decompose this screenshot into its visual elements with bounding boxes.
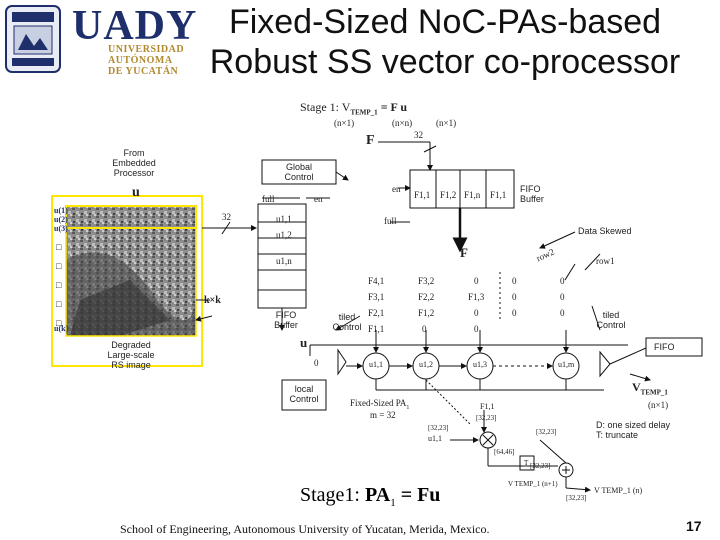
matrix-cell: F2,2 bbox=[418, 292, 435, 302]
full-label-left: full bbox=[262, 194, 275, 204]
logo-sub-2: AUTÓNOMA bbox=[108, 55, 173, 66]
f-input-label: F bbox=[366, 133, 375, 148]
matrix-cell: F3,1 bbox=[368, 292, 385, 302]
matrix-cell: F1,2 bbox=[418, 308, 435, 318]
matrix-cell: 0 bbox=[512, 292, 517, 302]
pe-label: u1,m bbox=[558, 360, 575, 369]
title-line-2: Robust SS vector co-processor bbox=[209, 43, 681, 81]
matrix-cell: 0 bbox=[560, 276, 565, 286]
detail-u-label: u1,1 bbox=[428, 434, 442, 443]
matrix-cell: 0 bbox=[474, 276, 479, 286]
matrix-cell: 0 bbox=[560, 308, 565, 318]
detail-b1: [32,23] bbox=[476, 414, 497, 422]
v-temp-dim: (n×1) bbox=[648, 400, 669, 410]
page-number: 17 bbox=[686, 518, 702, 534]
university-seal-logo bbox=[4, 4, 62, 74]
detail-t: T bbox=[524, 459, 529, 467]
logo-sub-3: DE YUCATÁN bbox=[108, 66, 179, 77]
fixed-pa-label: Fixed-Sized PA1 bbox=[350, 398, 410, 411]
degraded-image bbox=[65, 205, 197, 337]
matrix-cell: 0 bbox=[474, 308, 479, 318]
matrix-cell: F1,3 bbox=[468, 292, 485, 302]
u-last-label: u(k) bbox=[54, 324, 69, 333]
f-cell-top: F1,1 bbox=[490, 190, 507, 200]
logo-sub-1: UNIVERSIDAD bbox=[108, 44, 185, 55]
matrix-cell: F2,1 bbox=[368, 308, 385, 318]
pe-label: u1,3 bbox=[473, 360, 487, 369]
stage-top-label: Stage 1: VTEMP_1 = F u bbox=[300, 100, 408, 117]
matrix-cell: 0 bbox=[422, 324, 427, 334]
fifo-cell: u1,2 bbox=[276, 230, 292, 240]
u-pa-label: u bbox=[300, 335, 308, 350]
matrix-cell: 0 bbox=[474, 324, 479, 334]
f-matrix-label: F bbox=[460, 245, 468, 260]
k-by-k-label: k×k bbox=[204, 295, 221, 306]
f-cell-top: F1,2 bbox=[440, 190, 457, 200]
dim-f: (n×n) bbox=[392, 118, 413, 128]
full-label: full bbox=[384, 216, 397, 226]
matrix-cell: 0 bbox=[560, 292, 565, 302]
fifo-cell: u1,1 bbox=[276, 214, 292, 224]
pe-label: u1,2 bbox=[419, 360, 433, 369]
zero-input: 0 bbox=[314, 358, 319, 368]
matrix-cell: 0 bbox=[512, 276, 517, 286]
u-index-labels: u(1)u(2)u(3) bbox=[54, 206, 68, 233]
f-cell-top: F1,1 bbox=[414, 190, 431, 200]
v-temp-output: VTEMP_1 bbox=[632, 380, 668, 397]
detail-b3: [32,23] bbox=[536, 428, 557, 436]
detail-b4: [64,46] bbox=[494, 448, 515, 456]
matrix-cell: F1,1 bbox=[368, 324, 385, 334]
detail-b5: [32,23] bbox=[530, 462, 551, 470]
row1-label: row1 bbox=[596, 256, 615, 266]
pe-label: u1,1 bbox=[369, 360, 383, 369]
slide-title: Fixed-Sized NoC-PAs-based Robust SS vect… bbox=[180, 2, 710, 82]
title-line-1: Fixed-Sized NoC-PAs-based bbox=[228, 3, 662, 41]
data-skewed-label: Data Skewed bbox=[578, 226, 632, 236]
stage-bottom-equation: Stage1: PA1 = Fu bbox=[300, 484, 441, 509]
f-cell-top: F1,n bbox=[464, 190, 481, 200]
u-input-label: u bbox=[132, 185, 140, 200]
bits-image: 32 bbox=[222, 212, 231, 222]
dim-u: (n×1) bbox=[436, 118, 457, 128]
en-label: en bbox=[392, 184, 401, 194]
detail-b6: [32,23] bbox=[566, 494, 587, 502]
footer-text: School of Engineering, Autonomous Univer… bbox=[120, 522, 490, 536]
matrix-cell: 0 bbox=[512, 308, 517, 318]
dim-v: (n×1) bbox=[334, 118, 355, 128]
fifo-output-label: FIFO bbox=[654, 342, 675, 352]
matrix-cell: F4,1 bbox=[368, 276, 385, 286]
fifo-cell: u1,n bbox=[276, 256, 292, 266]
detail-f-label: F1,1 bbox=[480, 402, 495, 411]
selection-highlight bbox=[51, 195, 203, 367]
en-label-left: en bbox=[314, 194, 323, 204]
m-eq-label: m = 32 bbox=[370, 410, 396, 420]
u-rows-placeholder: □□□□□ bbox=[56, 242, 62, 328]
logo-wordmark: UADY bbox=[72, 3, 198, 49]
matrix-cell: F3,2 bbox=[418, 276, 435, 286]
detail-out2: V TEMP_1 (n+1) bbox=[508, 480, 558, 488]
detail-b2: [32,23] bbox=[428, 424, 449, 432]
detail-out: V TEMP_1 (n) bbox=[594, 486, 643, 495]
bits-top: 32 bbox=[414, 130, 423, 140]
